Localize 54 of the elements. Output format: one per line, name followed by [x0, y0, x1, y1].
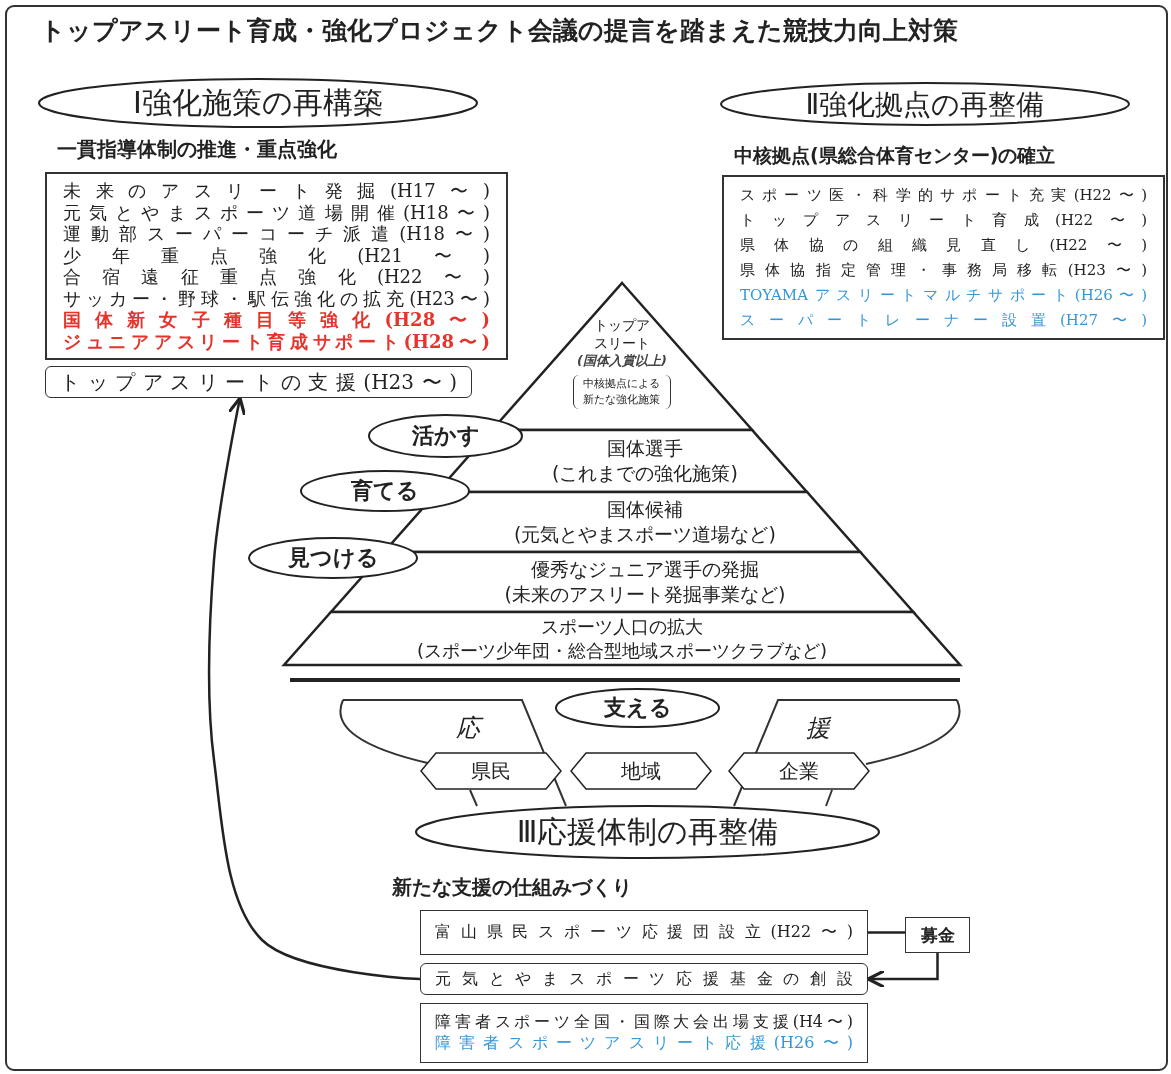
- side-label: 援: [806, 713, 830, 744]
- list-item: 県体協指定管理・事務局移転(H23〜): [740, 260, 1147, 281]
- action-label: 活かす: [411, 422, 480, 450]
- tier-title: 国体選手: [607, 436, 683, 461]
- tier-note: (国体入賞以上): [577, 352, 667, 370]
- list-item: サッカー・野球・駅伝強化の拡充(H23〜): [63, 287, 490, 309]
- list-item: 運動部スーパーコーチ派遣(H18〜): [63, 223, 490, 245]
- item-text: 募金: [920, 923, 955, 947]
- list-item: 県体協の組織見直し(H22〜): [740, 235, 1147, 256]
- action-label: 支える: [603, 694, 672, 722]
- supporter-label: 県民: [471, 758, 511, 784]
- item-text: トップアスリートの支援(H23〜): [60, 369, 457, 395]
- item-text: 富山県民スポーツ応援団設立(H22〜): [435, 922, 853, 943]
- list-item: 少年重点強化(H21〜): [63, 244, 490, 266]
- action-label: 育てる: [351, 477, 419, 505]
- tier-title: 国体候補: [607, 497, 683, 522]
- item-text: 元気とやまスポーツ応援基金の創設: [435, 968, 853, 990]
- tier-title: トップアスリート: [593, 317, 651, 352]
- arrow: [207, 396, 421, 981]
- list-heading: 一貫指導体制の推進・重点強化: [57, 136, 337, 163]
- section-title: Ⅲ応援体制の再整備: [516, 813, 779, 851]
- item-text: 障害者スポーツ全国・国際大会出場支援(H4〜): [435, 1012, 853, 1033]
- rounded-box: [45, 366, 472, 398]
- list-item: TOYAMAアスリートマルチサポート(H26〜): [740, 285, 1147, 306]
- section-title: Ⅰ強化施策の再構築: [133, 84, 383, 122]
- list-item: ジュニアアスリート育成サポート(H28〜): [63, 330, 490, 352]
- item-box: [905, 917, 970, 953]
- item-text: 障害者スポーツアスリート応援(H26〜): [435, 1033, 853, 1054]
- tier-note: (これまでの強化施策): [552, 461, 738, 486]
- group-heading: 新たな支援の仕組みづくり: [392, 874, 632, 901]
- list-heading: 中核拠点(県総合体育センター)の確立: [734, 143, 1056, 168]
- arrow: [866, 953, 939, 989]
- list-item: スーパートレーナー設置(H27〜): [740, 310, 1147, 331]
- tier-note: (元気とやまスポーツ道場など): [514, 522, 776, 547]
- supporter-label: 地域: [621, 758, 661, 784]
- list-item: 国体新女子種目等強化(H28〜): [63, 309, 490, 331]
- list-item: 元気とやまスポーツ道場開催(H18〜): [63, 201, 490, 223]
- action-label: 見つける: [287, 544, 379, 572]
- list-item: トップアスリート育成(H22〜): [740, 210, 1147, 231]
- tier-note: (スポーツ少年団・総合型地域スポーツクラブなど): [416, 638, 827, 662]
- bracket-note: 中核拠点による新たな強化施策: [573, 375, 671, 409]
- tier-title: 優秀なジュニア選手の発掘: [531, 557, 759, 582]
- tier-note: (未来のアスリート発掘事業など): [504, 582, 786, 607]
- supporter-label: 企業: [779, 758, 819, 784]
- list-item: 合宿遠征重点強化(H22〜): [63, 266, 490, 288]
- item-box: [420, 1003, 868, 1063]
- tier-title: スポーツ人口の拡大: [541, 615, 703, 639]
- section-title: Ⅱ強化拠点の再整備: [805, 86, 1045, 122]
- connector-line: [868, 931, 905, 934]
- rounded-box: [420, 963, 868, 995]
- item-box: [420, 910, 868, 955]
- list-item: 未来のアスリート発掘(H17〜): [63, 180, 490, 202]
- diagram-title: トップアスリート育成・強化プロジェクト会議の提言を踏まえた競技力向上対策: [40, 15, 958, 47]
- list-item: スポーツ医・科学的サポート充実(H22〜): [740, 185, 1147, 206]
